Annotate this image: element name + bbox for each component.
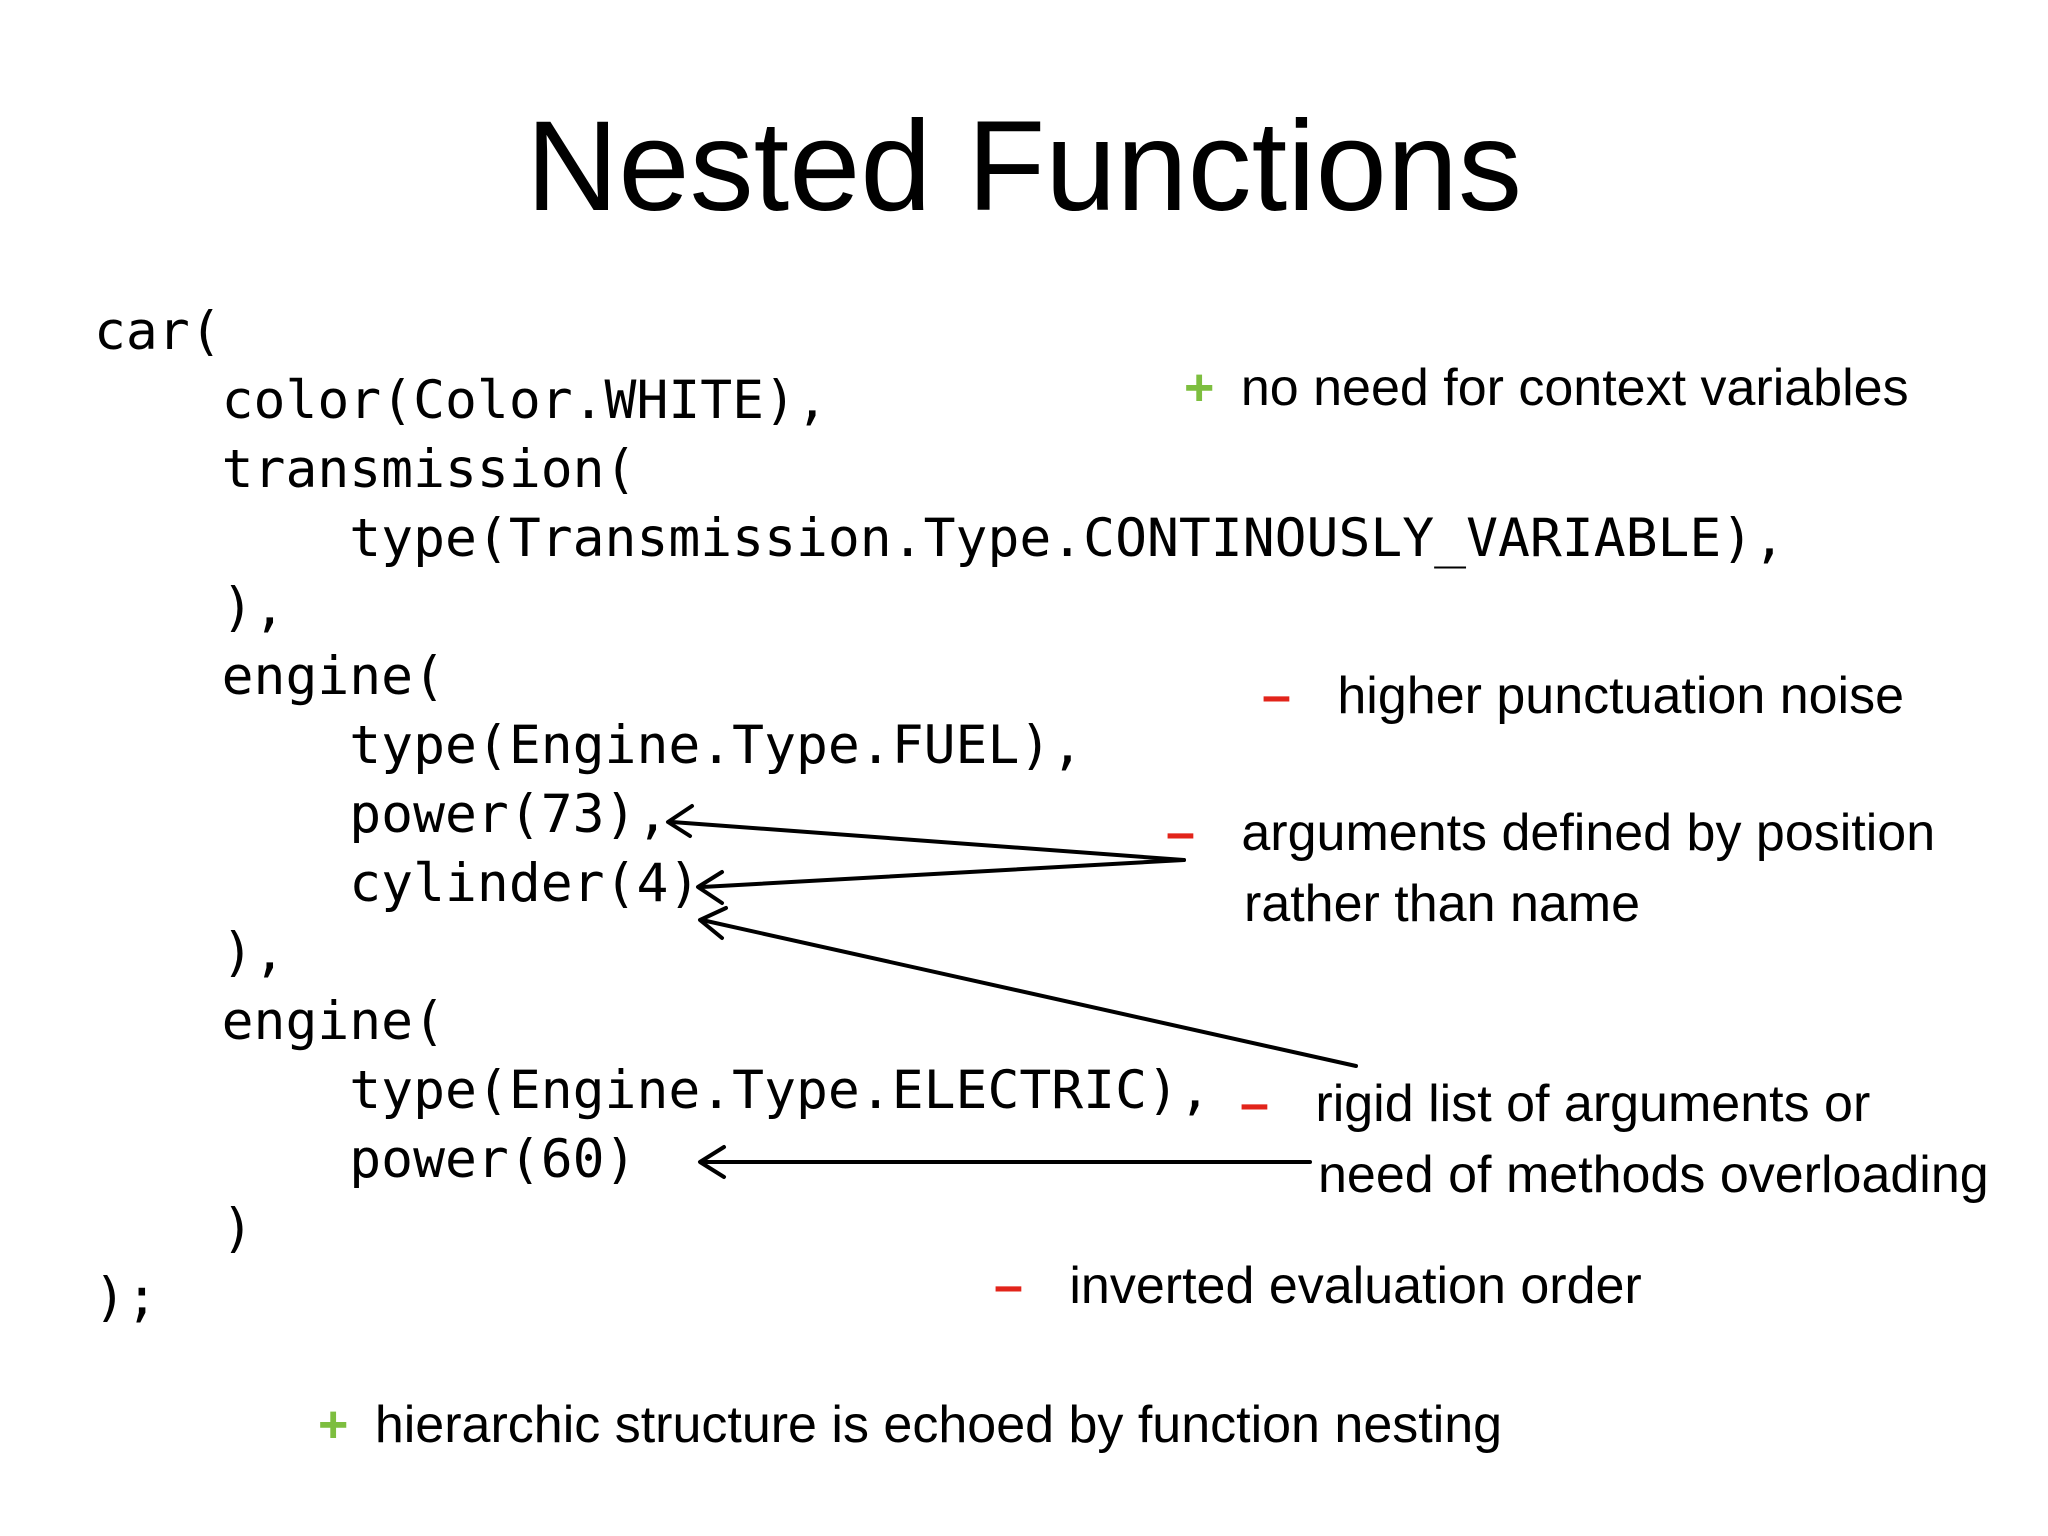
code-line: ); — [94, 1267, 158, 1328]
plus-icon: + — [1184, 359, 1215, 417]
note-rigid: – rigid list of arguments or — [1240, 1072, 1870, 1136]
arrow-head — [698, 1145, 726, 1179]
code-line: power(60) — [94, 1129, 637, 1190]
minus-icon: – — [1262, 667, 1291, 725]
slide-title: Nested Functions — [525, 95, 1523, 238]
note-text: higher punctuation noise — [1337, 667, 1905, 725]
note-inverted: – inverted evaluation order — [994, 1254, 1642, 1318]
arrow-to-power-73 — [670, 820, 1186, 862]
note-position: – arguments defined by position — [1166, 801, 1935, 865]
code-line: type(Engine.Type.FUEL), — [94, 715, 1084, 776]
note-rigid-line2: need of methods overloading — [1318, 1146, 1989, 1204]
code-line: transmission( — [94, 439, 637, 500]
minus-icon: – — [994, 1257, 1023, 1315]
code-line: cylinder(4) — [94, 853, 701, 914]
arrow-rigid-to-cylinder — [700, 918, 1358, 1068]
note-text: hierarchic structure is echoed by functi… — [374, 1396, 1503, 1454]
plus-icon: + — [318, 1396, 349, 1454]
code-line: power(73), — [94, 784, 669, 845]
code-line: color(Color.WHITE), — [94, 370, 828, 431]
minus-icon: – — [1240, 1075, 1269, 1133]
code-line: type(Engine.Type.ELECTRIC), — [94, 1060, 1211, 1121]
arrow-to-cylinder — [700, 858, 1186, 889]
note-text: inverted evaluation order — [1069, 1257, 1642, 1315]
note-hierarchic: + hierarchic structure is echoed by func… — [318, 1393, 1502, 1457]
arrow-head — [666, 804, 694, 838]
code-line: engine( — [94, 646, 445, 707]
note-no-context: + no need for context variables — [1184, 356, 1909, 420]
note-punctuation: – higher punctuation noise — [1262, 664, 1904, 728]
code-line: type(Transmission.Type.CONTINOUSLY_VARIA… — [94, 508, 1786, 569]
note-text: rigid list of arguments or — [1315, 1075, 1871, 1133]
code-line: ), — [94, 577, 286, 638]
code-line: car( — [94, 301, 222, 362]
note-text: arguments defined by position — [1241, 804, 1936, 862]
note-text: no need for context variables — [1240, 359, 1909, 417]
arrow-head — [698, 906, 728, 940]
code-line: ), — [94, 922, 286, 983]
arrow-head — [696, 870, 724, 905]
code-line: ) — [94, 1198, 254, 1259]
minus-icon: – — [1166, 804, 1195, 862]
note-position-line2: rather than name — [1244, 875, 1641, 933]
code-line: engine( — [94, 991, 445, 1052]
